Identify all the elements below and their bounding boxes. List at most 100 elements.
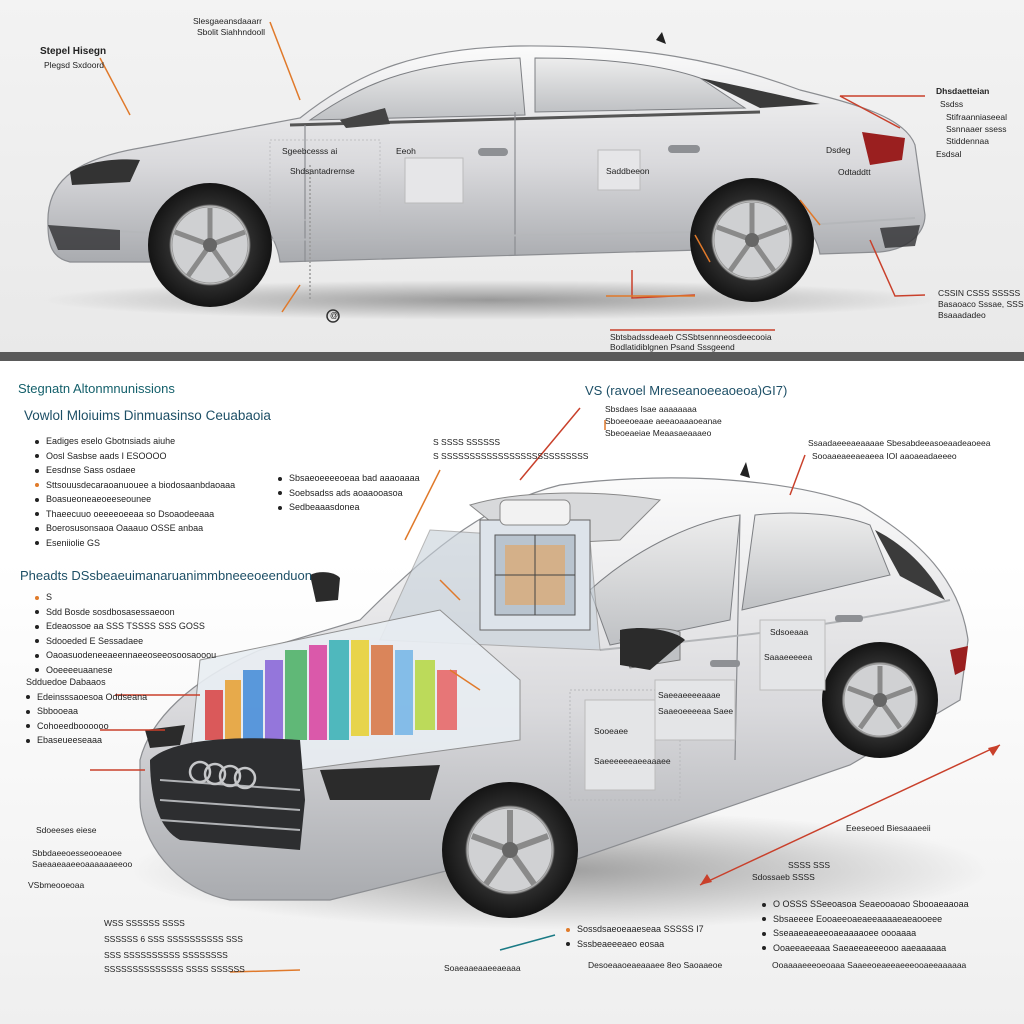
right-callout: Sooaaeaeeaeaeea IOI aaoaeadaeeeo <box>812 451 957 461</box>
bottom-right-label: Basaoaco Sssae, SSSS <box>938 299 1024 309</box>
far-right-small: Sdossaeb SSSS <box>752 872 815 882</box>
center-bottom-list: Sossdsaeoeaaeseaa SSSSS I7 Sssbeaeeeaeo … <box>566 922 704 951</box>
door-label: Shdsantadrernse <box>290 166 355 176</box>
list-item: O OSSS SSeeoasoa Seaeooaoao Sbooaeaaoaa <box>762 897 969 912</box>
list-item: Eseniiolie GS <box>35 536 235 551</box>
right-list: O OSSS SSeeoasoa Seaeooaoao Sbooaeaaoaa … <box>762 897 969 955</box>
bottom-center-label: Soaeaaeaaeeaeaaa <box>444 963 521 973</box>
list-item: Sdooeded E Sessadaee <box>35 634 216 649</box>
bullet-icon <box>566 927 570 932</box>
bottom-left-label: SSSSSSSSSSSSSS SSSS SSSSSS <box>104 964 245 974</box>
right-label-title: Dhsdaetteian <box>936 86 990 96</box>
list-item: Sttsouusdecaraoanuouee a biodosaanbdaoaa… <box>35 478 235 493</box>
list-item: Boerosusonsaoa Oaaauo OSSE anbaa <box>35 521 235 536</box>
bullet-icon <box>35 483 39 488</box>
door-label: Saeeeeeeaeeaaaee <box>594 756 671 766</box>
right-list-extra: Ooaaaaeeeoeoaaa Saaeeoeaeeaeeeooaeeaaaaa… <box>772 960 967 970</box>
list-item: Edeaossoe aa SSS TSSSS SSS GOSS <box>35 619 216 634</box>
bullet-icon <box>35 454 39 459</box>
far-right-label: Eeeseoed Biesaaaeeii <box>846 823 931 833</box>
left-label: Sbbdaeeoesseooeaoee <box>32 848 122 858</box>
bullet-icon <box>35 639 39 644</box>
ground-marker: @ <box>330 311 339 320</box>
right-callout: Ssaadaeeeaeaaaae Sbesabdeeasoeaadeaoeea <box>808 438 991 448</box>
bottom-center-label: Desoeaaoeaeaaaee 8eo Saoaaeoe <box>588 960 723 970</box>
component-list: Sdduedoe Dabaaos Edeinsssaoesoa Oddseana… <box>26 675 147 748</box>
list-item: Boasueoneaeoeeseounee <box>35 492 235 507</box>
top-left-label: Stepel Hisegn <box>40 46 107 57</box>
bullet-icon <box>35 468 39 473</box>
top-left-sublabel: Plegsd Sxdoord <box>44 60 105 70</box>
list-item: Edeinsssaoesoa Oddseana <box>26 690 147 705</box>
list-item: Eesdnse Sass osdaee <box>35 463 235 478</box>
bottom-center-label: Sbtsbadssdeaeb CSSbtsennneosdeecooia <box>610 332 772 342</box>
bullet-icon <box>278 505 282 510</box>
left-label: Saeaaeaaeeoaaaaaaeeoo <box>32 859 133 869</box>
door-label: Saeeaeeeeaaae <box>658 690 721 700</box>
proc-title: Pheadts DSsbeaeuimanaruanimmbneeeoeenduo… <box>20 568 312 583</box>
bullet-icon <box>762 931 766 936</box>
bottom-right-label: CSSIN CSSS SSSSS <box>938 288 1021 298</box>
list-item: Sbbooeaa <box>26 704 147 719</box>
vs-label: Sbsdaes Isae aaaaaaaa <box>605 404 697 414</box>
list-item: S <box>35 590 216 605</box>
proc-list: S Sdd Bosde sosdbosasessaeoon Edeaossoe … <box>35 590 216 677</box>
panel-divider <box>0 352 1024 361</box>
list-item: Oosl Sasbse aads I ESOOOO <box>35 449 235 464</box>
door-label: Sdsoeaaa <box>770 627 809 637</box>
list-item: Sedbeaaasdonea <box>278 500 420 515</box>
center-list: Sbsaeoeeeeoeaa bad aaaoaaaa Soebsadss ad… <box>278 471 420 515</box>
bullet-icon <box>762 902 766 907</box>
bottom-left-label: SSS SSSSSSSSSS SSSSSSSS <box>104 950 228 960</box>
bottom-left-label: SSSSSS 6 SSS SSSSSSSSSS SSS <box>104 934 243 944</box>
bottom-callout-lines <box>90 407 1001 973</box>
vs-title: VS (ravoel Mreseanoeeaoeoa)GI7) <box>585 383 788 398</box>
list-item: Sossdsaeoeaaeseaa SSSSS I7 <box>566 922 704 937</box>
bullet-icon <box>35 541 39 546</box>
list-item: Sbsaeeee Eooaeeoaeaeeaaaaeaeaooeee <box>762 912 969 927</box>
left-label: Sdoeeses eiese <box>36 825 97 835</box>
list-item: Soebsadss ads aoaaooasoa <box>278 486 420 501</box>
bullet-icon <box>35 653 39 658</box>
rear-label: Odtaddtt <box>838 167 871 177</box>
top-center-label: Slesgaeansdaaarr <box>193 16 262 26</box>
right-label-item: Ssnnaaer ssess <box>946 124 1007 134</box>
center-label: S SSSSSSSSSSSSSSSSSSSSSSSSSS <box>433 451 589 461</box>
right-label-item: Stiddennaa <box>946 136 990 146</box>
top-callout-lines <box>99 21 926 331</box>
vehicle-title: Vowlol Mloiuims Dinmuasinso Ceuabaoia <box>24 408 271 423</box>
right-label-item: Stifraanniaseeal <box>946 112 1007 122</box>
list-item: Ebaseueeseaaa <box>26 733 147 748</box>
list-item: Sdd Bosde sosdbosasessaeoon <box>35 605 216 620</box>
systems-list: Eadiges eselo Gbotnsiads aiuhe Oosl Sasb… <box>35 434 235 550</box>
door-label: Saddbeeon <box>606 166 650 176</box>
cutaway-car <box>130 462 990 930</box>
list-item: Sseaaeaeaeeoaeaaaaoee oooaaaa <box>762 926 969 941</box>
list-item: Cohoeedboooooo <box>26 719 147 734</box>
list-item: Thaeecuuo oeeeeoeeaa so Dsoaodeeaaa <box>35 507 235 522</box>
door-label: Sooeaee <box>594 726 629 736</box>
bullet-icon <box>26 738 30 743</box>
bullet-icon <box>278 476 282 481</box>
bullet-icon <box>762 917 766 922</box>
bullet-icon <box>566 942 570 947</box>
list-item: Sssbeaeeeaeo eosaa <box>566 937 704 952</box>
door-label: Saaeoeeeeaa Saee <box>658 706 734 716</box>
bullet-icon <box>35 610 39 615</box>
bullet-icon <box>35 439 39 444</box>
bullet-icon <box>26 724 30 729</box>
systems-title: Stegnatn Altonmnunissions <box>18 381 175 396</box>
door-label: Eeoh <box>396 146 416 156</box>
top-center-sublabel: Sbolit Siahhndooll <box>197 27 266 37</box>
far-right-small: SSSS SSS <box>788 860 831 870</box>
vs-label: Sbeoeaeiae Meaasaeaaaeo <box>605 428 712 438</box>
list-item: Ooaeeaeeaaa Saeaeeaeeeooo aaeaaaaaa <box>762 941 969 956</box>
list-item: Ooeeeeuaanese <box>35 663 216 678</box>
vs-label: Sboeeoeaae aeeaoaaaoeanae <box>605 416 722 426</box>
side-view-car <box>40 32 940 320</box>
right-label-item: Esdsal <box>936 149 962 159</box>
door-label: Sgeebcesss ai <box>282 146 338 156</box>
right-label-item: Ssdss <box>940 99 964 109</box>
vs-label: VSbmeooeoaa <box>28 880 85 890</box>
